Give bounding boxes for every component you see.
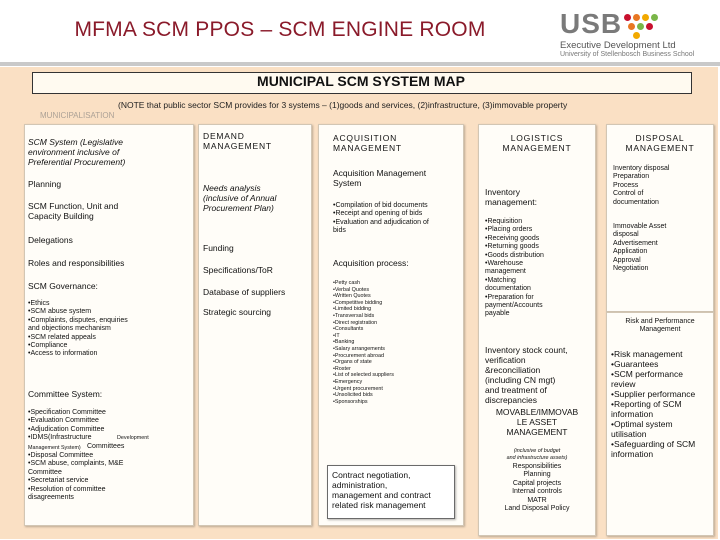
logo-line-2: University of Stellenbosch Business Scho…	[560, 51, 695, 58]
logistics-management-column: LOGISTICS MANAGEMENT Inventory managemen…	[478, 124, 596, 536]
inventory-disposal-list: Inventory disposal Preparation Process C…	[613, 165, 670, 206]
acquisition-process-list: •Petty cash •Verbal Quotes •Written Quot…	[333, 280, 394, 405]
specifications-label: Specifications/ToR	[203, 265, 273, 275]
usb-logo: USB Executive Development Ltd University…	[560, 8, 710, 58]
logistics-management-header: LOGISTICS MANAGEMENT	[502, 133, 572, 153]
acquisition-management-header: ACQUISITION MANAGEMENT	[333, 133, 402, 153]
committee-note-1: Development	[117, 435, 149, 441]
governance-list: •Ethics •SCM abuse system •Complaints, d…	[28, 300, 128, 358]
inventory-management-label: Inventory management:	[485, 187, 537, 207]
needs-analysis-label: Needs analysis (inclusive of Annual Proc…	[203, 183, 277, 213]
strategic-sourcing-label: Strategic sourcing	[203, 307, 272, 317]
page-title: MFMA SCM PPOS – SCM ENGINE ROOM	[74, 18, 486, 41]
contract-negotiation-label: Contract negotiation, administration, ma…	[332, 470, 431, 510]
scm-system-column: SCM System (Legislative environment incl…	[24, 124, 194, 526]
funding-label: Funding	[203, 243, 234, 253]
asset-management-list: Responsibilities Planning Capital projec…	[504, 463, 570, 513]
systems-note: (NOTE that public sector SCM provides fo…	[118, 100, 568, 110]
delegations-label: Delegations	[28, 235, 73, 245]
demand-management-column: DEMAND MANAGEMENT Needs analysis (inclus…	[198, 124, 312, 526]
committee-list-a: •Specification Committee •Evaluation Com…	[28, 409, 106, 442]
asset-management-note: (inclusive of budget and infrastructure …	[506, 448, 568, 461]
demand-management-header: DEMAND MANAGEMENT	[203, 131, 272, 151]
risk-performance-header: Risk and Performance Management	[625, 318, 695, 334]
disposal-management-column: DISPOSAL MANAGEMENT Inventory disposal P…	[606, 124, 714, 312]
faded-label: MUNICIPALISATION	[40, 111, 115, 120]
acquisition-process-label: Acquisition process:	[333, 258, 409, 268]
committee-note-2: Management System)	[28, 445, 81, 451]
inventory-management-list: •Requisition •Placing orders •Receiving …	[485, 218, 544, 318]
committee-list-b: Committees	[87, 443, 125, 450]
disposal-management-header: DISPOSAL MANAGEMENT	[625, 133, 695, 153]
scm-function-label: SCM Function, Unit and Capacity Building	[28, 201, 119, 221]
risk-performance-list: •Risk management •Guarantees •SCM perfor…	[611, 349, 696, 459]
contract-negotiation-box: Contract negotiation, administration, ma…	[327, 465, 455, 519]
committee-system-label: Committee System:	[28, 389, 103, 399]
supplier-database-label: Database of suppliers	[203, 287, 286, 297]
stock-count-label: Inventory stock count, verification &rec…	[485, 345, 568, 405]
map-title-box	[32, 72, 692, 94]
asset-management-header: MOVABLE/IMMOVAB LE ASSET MANAGEMENT	[495, 407, 579, 437]
planning-label: Planning	[28, 179, 62, 189]
acquisition-management-column: ACQUISITION MANAGEMENT Acquisition Manag…	[318, 124, 464, 526]
header-divider	[0, 62, 720, 66]
risk-performance-column: Risk and Performance Management •Risk ma…	[606, 312, 714, 536]
logo-dots-icon	[624, 14, 668, 40]
immovable-asset-disposal-list: Immovable Asset disposal Advertisement A…	[613, 223, 667, 273]
committee-list-c: •Disposal Committee •SCM abuse, complain…	[28, 452, 124, 502]
governance-label: SCM Governance:	[28, 281, 98, 291]
acquisition-system-label: Acquisition Management System	[333, 168, 427, 188]
logo-wordmark: USB	[560, 8, 623, 39]
roles-label: Roles and responsibilities	[28, 258, 125, 268]
acquisition-system-list: •Compilation of bid documents •Receipt a…	[333, 202, 429, 235]
scm-system-label: SCM System (Legislative environment incl…	[28, 137, 126, 167]
map-title: MUNICIPAL SCM SYSTEM MAP	[257, 73, 465, 89]
logo-line-1: Executive Development Ltd	[560, 40, 676, 51]
